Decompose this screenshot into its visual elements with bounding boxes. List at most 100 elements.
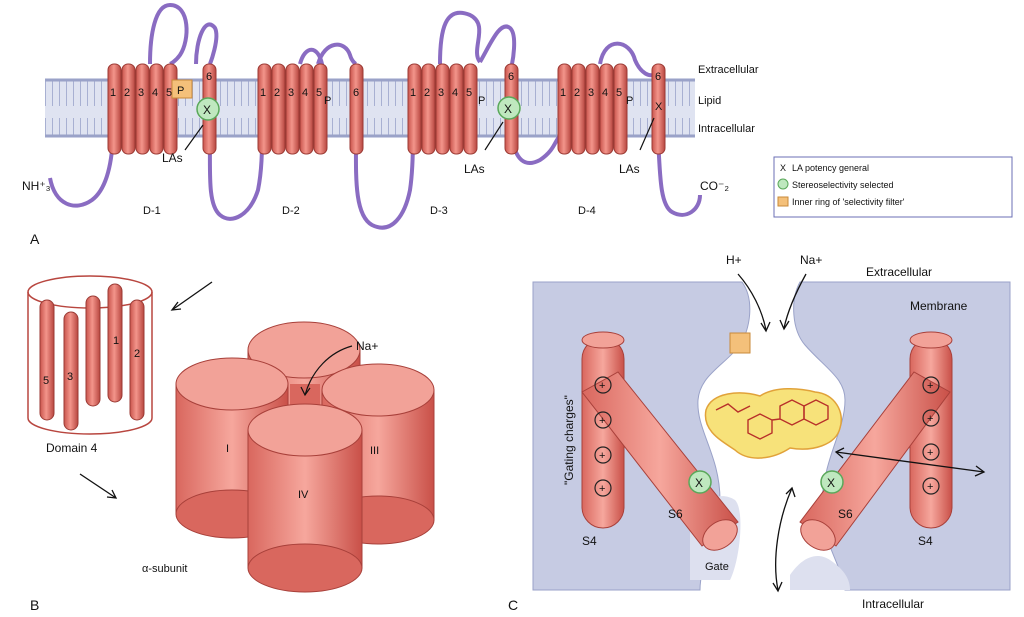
seg-label: 4 <box>602 87 608 99</box>
right-s6-helix <box>799 371 951 551</box>
svg-text:X: X <box>695 476 703 490</box>
svg-text:+: + <box>599 380 605 392</box>
gating-charges-label: "Gating charges" <box>562 395 576 485</box>
svg-text:+: + <box>927 413 933 425</box>
gating-charges-left <box>594 376 612 497</box>
p-label: P <box>177 85 184 97</box>
seg-label: 3 <box>138 87 144 99</box>
p-label: P <box>478 95 485 107</box>
legend-orange-square-icon <box>777 196 789 207</box>
intracellular-label: Intracellular <box>698 123 755 135</box>
segment-numbers: 1 2 3 4 5 6 1 2 3 4 5 6 1 2 3 4 5 6 1 2 … <box>110 71 663 113</box>
stereoselectivity-circle: X <box>196 97 220 121</box>
alpha-subunit-cylinders <box>175 321 435 593</box>
legend-x-symbol: X <box>780 163 786 173</box>
plus-signs: + + + + + + + + <box>599 380 933 495</box>
panel-a: 1 2 3 4 5 6 1 2 3 4 5 6 1 2 3 4 5 6 1 2 … <box>22 2 1013 247</box>
selectivity-filter-square <box>171 79 193 99</box>
extracellular-label: Extracellular <box>866 265 932 279</box>
n-terminus-label: NH⁺₃ <box>22 179 51 193</box>
domain-2-helices <box>257 63 364 155</box>
svg-text:+: + <box>599 483 605 495</box>
seg-label: 1 <box>113 335 119 347</box>
h-ion-label: H+ <box>726 253 742 267</box>
seg-six: 6 <box>655 71 661 83</box>
las-label: LAs <box>619 162 640 176</box>
p-label: P <box>626 95 633 107</box>
extracellular-label: Extracellular <box>698 64 759 76</box>
alpha-subunit-label: α-subunit <box>142 563 188 575</box>
las-label: LAs <box>464 162 485 176</box>
seg-label: 1 <box>260 87 266 99</box>
inset-arrows <box>79 281 213 499</box>
seg-label: 3 <box>438 87 444 99</box>
seg-label: 1 <box>560 87 566 99</box>
domain-4-caption: Domain 4 <box>46 441 98 455</box>
seg-label: 3 <box>67 371 73 383</box>
domain-label: D-4 <box>578 205 596 217</box>
panel-label-c: C <box>508 597 518 613</box>
loop-chain <box>48 2 702 230</box>
domain-roman-label: III <box>370 445 379 457</box>
seg-six: 6 <box>508 71 514 83</box>
seg-label: 1 <box>110 87 116 99</box>
svg-text:X: X <box>504 102 512 116</box>
seg-label: 5 <box>466 87 472 99</box>
las-arrows <box>184 117 655 151</box>
c-terminus-label: CO⁻₂ <box>700 179 729 193</box>
x-marker: X <box>655 101 663 113</box>
na-ion-label: Na+ <box>356 339 378 353</box>
intracellular-label: Intracellular <box>862 597 924 611</box>
panel-label-b: B <box>30 597 39 613</box>
svg-text:+: + <box>599 415 605 427</box>
seg-label: 2 <box>124 87 130 99</box>
legend-green-circle-icon <box>777 178 789 190</box>
molecule-structure <box>715 399 829 440</box>
panel-b: 5 3 1 2 Domain 4 <box>27 275 435 613</box>
seg-label: 1 <box>410 87 416 99</box>
gate-region <box>790 555 850 590</box>
seg-label: 5 <box>616 87 622 99</box>
domain-label: D-1 <box>143 205 161 217</box>
svg-text:+: + <box>599 450 605 462</box>
membrane-label: Membrane <box>910 299 968 313</box>
domain-1-helices <box>107 63 217 155</box>
seg-label: 3 <box>588 87 594 99</box>
na-arrow <box>300 345 353 397</box>
lipid-label: Lipid <box>698 95 721 107</box>
domain-4-segments <box>39 283 145 431</box>
seg-label: 5 <box>166 87 172 99</box>
seg-label: 2 <box>274 87 280 99</box>
legend-item: LA potency general <box>792 163 869 173</box>
las-label: LAs <box>162 151 183 165</box>
panel-c: + + + + + + + + X X H+ Na+ Extracellular… <box>508 253 1011 613</box>
seg-label: 4 <box>452 87 458 99</box>
seg-label: 4 <box>302 87 308 99</box>
legend-item: Inner ring of 'selectivity filter' <box>792 197 905 207</box>
seg-label: 4 <box>152 87 158 99</box>
svg-text:X: X <box>203 103 211 117</box>
domain-label: D-3 <box>430 205 448 217</box>
domain-roman-label: IV <box>298 489 309 501</box>
binding-site-x-right: X <box>820 470 844 494</box>
legend: X LA potency general Stereoselectivity s… <box>773 156 1013 218</box>
na-ion-label: Na+ <box>800 253 822 267</box>
selectivity-filter-square <box>729 332 751 354</box>
domain-roman-label: I <box>226 443 229 455</box>
seg-label: 3 <box>288 87 294 99</box>
seg-label: 2 <box>574 87 580 99</box>
s4-label: S4 <box>918 534 933 548</box>
seg-six: 6 <box>353 87 359 99</box>
binding-site-x-left: X <box>688 470 712 494</box>
legend-item: Stereoselectivity selected <box>792 180 894 190</box>
left-s6-helix <box>581 371 739 551</box>
stereoselectivity-circle: X <box>497 96 521 120</box>
domain-label: D-2 <box>282 205 300 217</box>
seg-label: 2 <box>424 87 430 99</box>
svg-text:+: + <box>927 447 933 459</box>
s6-label: S6 <box>668 507 683 521</box>
s6-label: S6 <box>838 507 853 521</box>
gating-charges-right <box>922 376 940 495</box>
seg-label: 5 <box>43 375 49 387</box>
